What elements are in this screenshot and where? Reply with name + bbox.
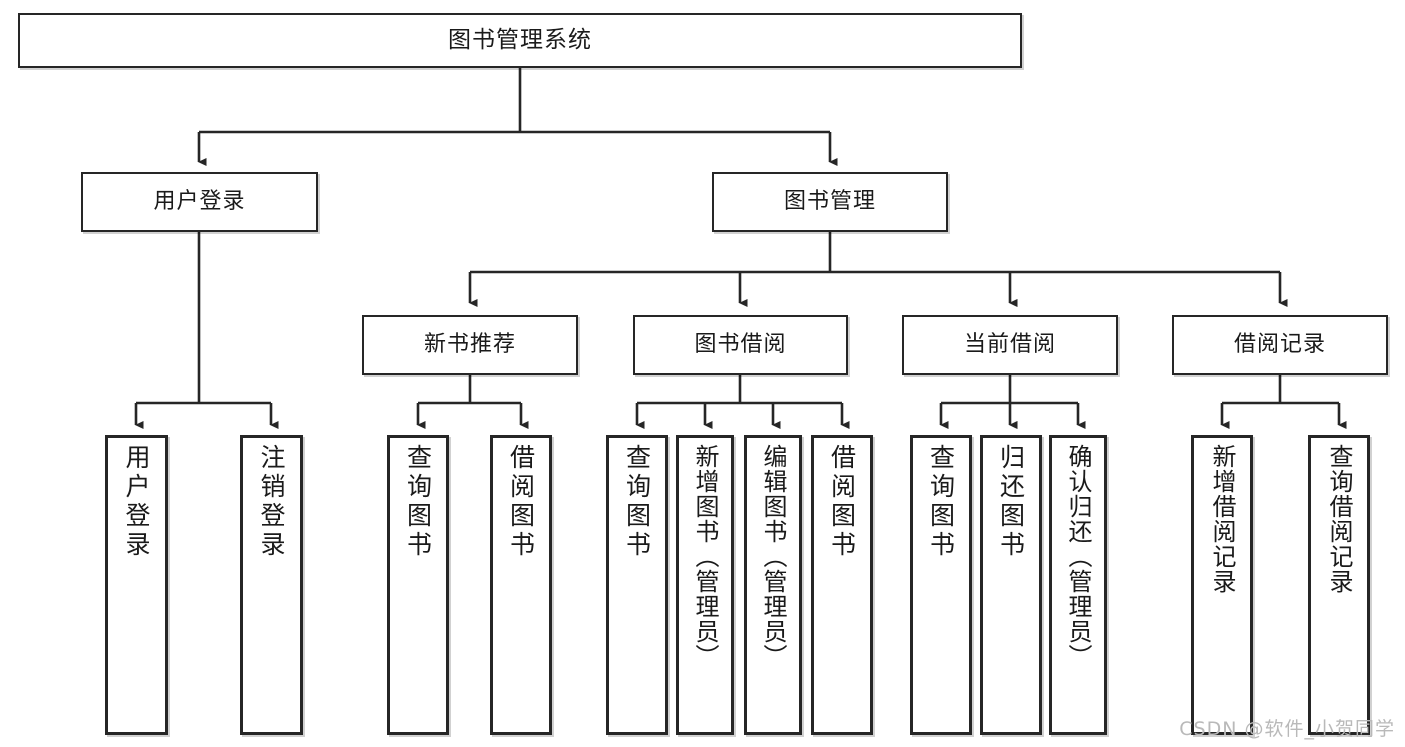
leaf-add-borrow-record[interactable]: 新增借阅记录 xyxy=(1191,435,1253,735)
leaf-add-book-admin[interactable]: 新增图书（管理员） xyxy=(676,435,734,735)
node-book-management[interactable]: 图书管理 xyxy=(712,172,948,232)
node-label: 图书管理 xyxy=(783,189,876,215)
node-label: 图书管理系统 xyxy=(448,27,592,54)
node-label: 查询借阅记录 xyxy=(1325,444,1353,594)
node-label: 新书推荐 xyxy=(423,332,516,358)
node-label: 确认归还（管理员） xyxy=(1064,444,1092,669)
node-borrow-record[interactable]: 借阅记录 xyxy=(1172,315,1388,375)
leaf-query-borrow-record[interactable]: 查询借阅记录 xyxy=(1308,435,1370,735)
leaf-query-book-current[interactable]: 查询图书 xyxy=(910,435,972,735)
node-label: 注销登录 xyxy=(257,444,286,560)
node-new-book-recommend[interactable]: 新书推荐 xyxy=(362,315,578,375)
leaf-user-login[interactable]: 用户登录 xyxy=(105,435,168,735)
node-label: 借阅图书 xyxy=(827,444,857,560)
node-label: 查询图书 xyxy=(622,444,652,560)
node-label: 归还图书 xyxy=(996,444,1026,560)
node-label: 新增图书（管理员） xyxy=(691,444,719,669)
node-label: 用户登录 xyxy=(153,189,246,215)
leaf-edit-book-admin[interactable]: 编辑图书（管理员） xyxy=(744,435,802,735)
node-label: 新增借阅记录 xyxy=(1208,444,1236,594)
node-label: 借阅记录 xyxy=(1233,332,1326,358)
leaf-logout[interactable]: 注销登录 xyxy=(240,435,303,735)
leaf-confirm-return-admin[interactable]: 确认归还（管理员） xyxy=(1049,435,1107,735)
node-label: 编辑图书（管理员） xyxy=(759,444,787,669)
node-label: 查询图书 xyxy=(926,444,956,560)
node-label: 用户登录 xyxy=(122,444,151,560)
node-book-borrow[interactable]: 图书借阅 xyxy=(633,315,848,375)
node-label: 查询图书 xyxy=(403,444,433,560)
node-label: 图书借阅 xyxy=(694,332,787,358)
leaf-borrow-book-recommend[interactable]: 借阅图书 xyxy=(490,435,552,735)
csdn-watermark: CSDN @软件_小贺同学 xyxy=(1179,718,1395,740)
node-root-book-management-system[interactable]: 图书管理系统 xyxy=(18,13,1022,68)
node-label: 借阅图书 xyxy=(506,444,536,560)
node-label: 当前借阅 xyxy=(963,332,1056,358)
leaf-query-book-borrow[interactable]: 查询图书 xyxy=(606,435,668,735)
leaf-return-book[interactable]: 归还图书 xyxy=(980,435,1042,735)
leaf-borrow-book[interactable]: 借阅图书 xyxy=(811,435,873,735)
node-user-login[interactable]: 用户登录 xyxy=(81,172,318,232)
node-current-borrow[interactable]: 当前借阅 xyxy=(902,315,1118,375)
leaf-query-book-recommend[interactable]: 查询图书 xyxy=(387,435,449,735)
